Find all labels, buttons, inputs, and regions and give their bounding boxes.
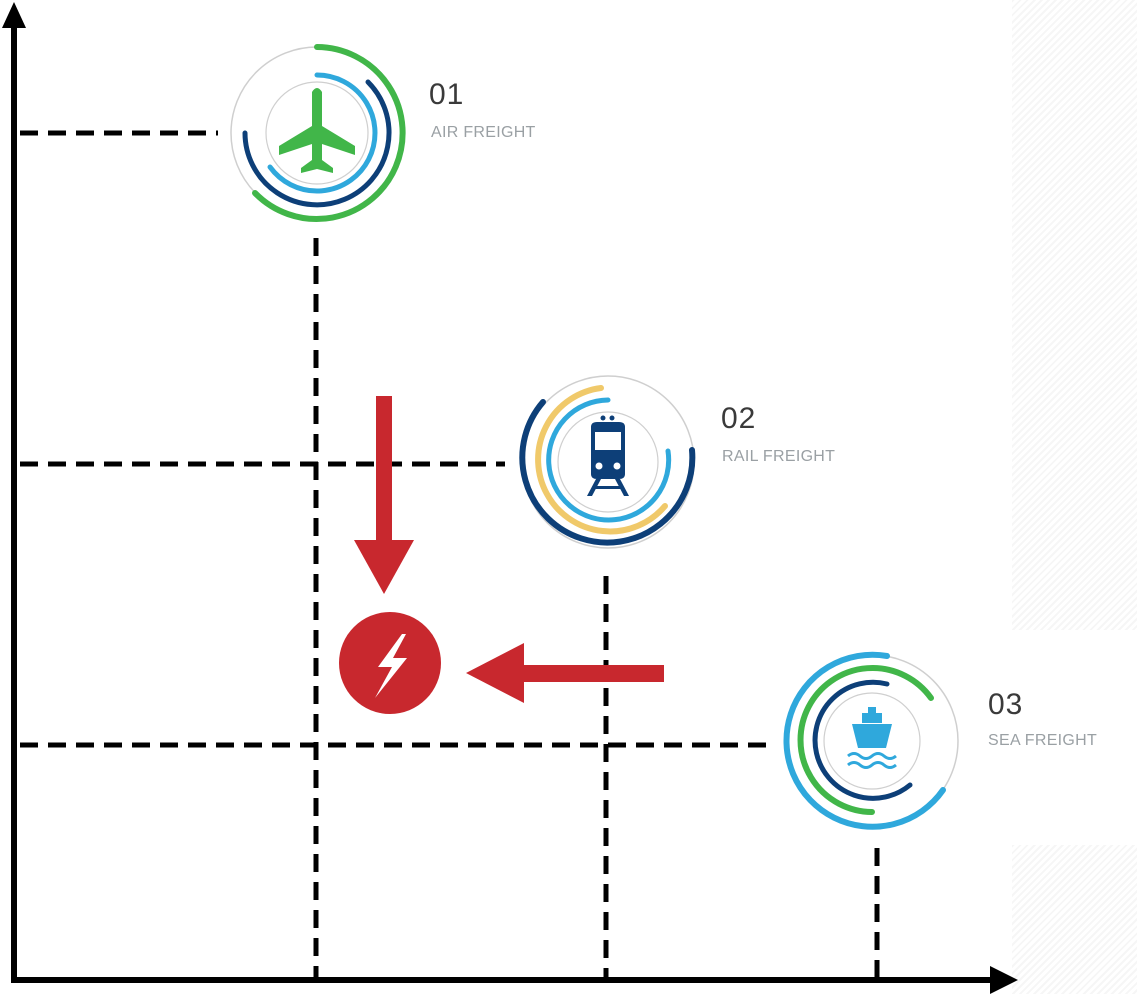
rail-ring-dark-blue-outer — [519, 399, 696, 546]
x-axis-arrowhead — [990, 966, 1018, 994]
rail-node — [519, 375, 696, 549]
left-arrow-head — [466, 643, 524, 703]
left-arrow-shaft — [510, 665, 664, 682]
rail-ring-yellow — [535, 385, 668, 535]
background-hatch-top — [1012, 0, 1137, 630]
red-arrows — [354, 396, 664, 703]
lightning-bolt-icon — [375, 634, 407, 698]
sea-ring-inner-grey — [823, 692, 921, 790]
air-ring-green — [252, 44, 406, 222]
ship-icon — [847, 707, 897, 769]
airplane-icon — [279, 88, 355, 173]
down-arrow-head — [354, 540, 414, 594]
rail-ring-light-blue — [546, 397, 672, 523]
lightning-node — [339, 612, 441, 714]
sea-label: SEA FREIGHT — [988, 732, 1098, 749]
sea-number: 03 — [988, 688, 1024, 721]
guide-lines — [20, 130, 880, 978]
y-axis-arrowhead — [2, 2, 26, 28]
sea-node — [783, 651, 959, 830]
rail-number: 02 — [721, 402, 757, 435]
rail-label: RAIL FREIGHT — [722, 448, 836, 465]
air-label: AIR FREIGHT — [431, 124, 536, 141]
air-number: 01 — [429, 78, 465, 111]
sea-ring-light-blue-outer — [783, 651, 946, 830]
air-node — [230, 44, 406, 222]
sea-ring-dark-blue — [812, 679, 913, 801]
down-arrow-shaft — [376, 396, 392, 544]
axes — [2, 2, 1018, 994]
sea-ring-green — [797, 665, 934, 815]
train-icon — [587, 415, 629, 496]
air-ring-dark-blue — [242, 79, 392, 208]
air-ring-light-blue — [267, 72, 378, 194]
background-hatch-bottom — [1012, 845, 1137, 994]
air-ring-inner-grey — [265, 81, 369, 185]
rail-ring-inner-grey — [557, 411, 659, 513]
